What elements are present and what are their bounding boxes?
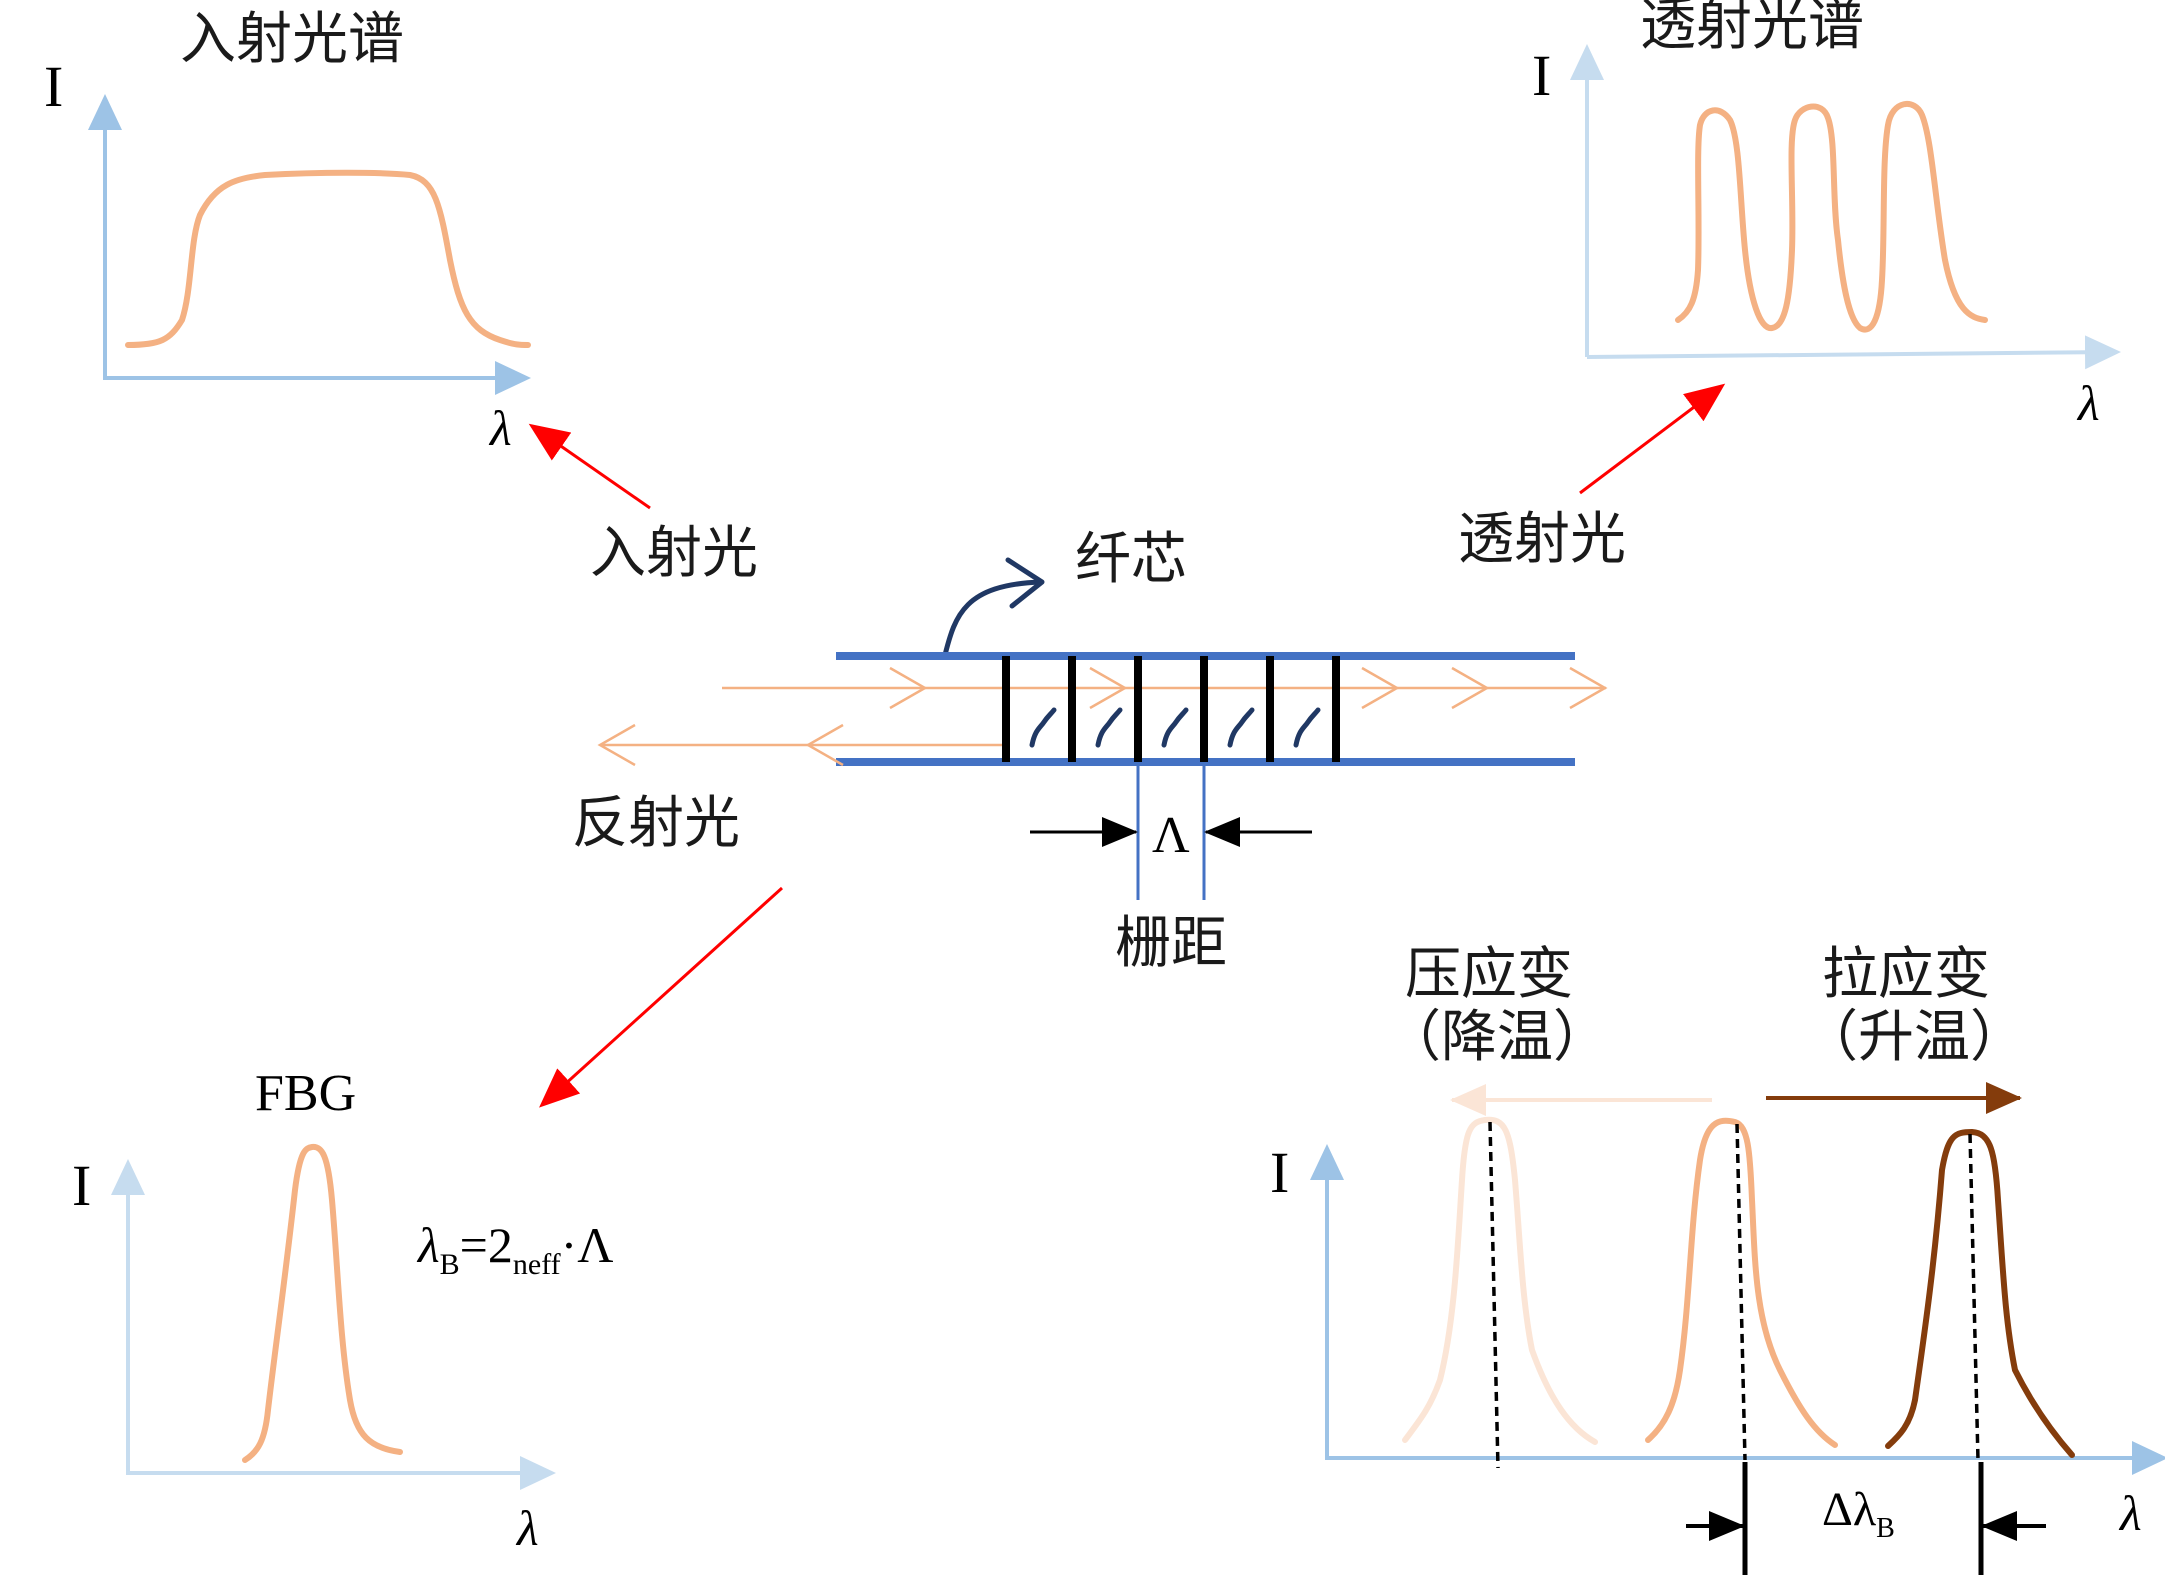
incident-light-label: 入射光 [590, 521, 758, 586]
forward-chevron [1361, 666, 1400, 710]
forward-chevron [889, 666, 928, 710]
reflection-squiggle [1227, 707, 1255, 748]
formula-lambda: λ [416, 1217, 440, 1273]
forward-chevron [1569, 666, 1608, 710]
fiber-core-pointer-head [1005, 557, 1045, 609]
transmitted-spectrum-panel: 透射光谱 I λ [1532, 0, 2121, 431]
transmitted-pointer-arrow [1579, 383, 1726, 495]
heating-label: （升温） [1802, 1005, 2026, 1070]
reflection-squiggle [1161, 707, 1189, 748]
transmitted-spectrum-curve [1675, 100, 1988, 333]
incident-spectrum-title: 入射光谱 [180, 7, 404, 72]
formula-sub-neff: neff [513, 1248, 561, 1281]
formula-rest: ·Λ [561, 1217, 614, 1273]
reflected-light-label: 反射光 [572, 791, 740, 856]
formula-sub-b: B [440, 1248, 460, 1281]
formula-eq: =2 [460, 1217, 513, 1273]
reflection-squiggle [1029, 707, 1057, 748]
grating-period-symbol: Λ [1152, 807, 1190, 864]
incident-y-label: I [44, 54, 63, 119]
transmitted-x-label: λ [2076, 375, 2100, 431]
strain-shift-panel: 压应变 （降温） 拉应变 （升温） I λ ΔλB [1270, 942, 2165, 1575]
bragg-shift-label: ΔλB [1822, 1483, 1895, 1544]
strain-x-label: λ [2118, 1485, 2142, 1541]
forward-chevron [1089, 666, 1128, 710]
shift-sub: B [1876, 1513, 1895, 1544]
fbg-reflection-peak [242, 1143, 403, 1463]
tensile-peak-curve [1885, 1128, 2075, 1458]
fbg-panel: FBG I λ λB=2neff·Λ [72, 1065, 614, 1556]
incident-x-label: λ [488, 400, 512, 456]
incident-spectrum-curve [125, 169, 531, 348]
fbg-x-label: λ [515, 1500, 539, 1556]
bragg-formula: λB=2neff·Λ [416, 1217, 614, 1281]
fbg-y-label: I [72, 1153, 91, 1218]
compressive-peak-curve [1402, 1116, 1598, 1445]
reflected-pointer-arrow [539, 886, 784, 1108]
incident-pointer-arrow [528, 423, 651, 510]
fiber-core-label: 纤芯 [1075, 527, 1187, 592]
tensile-strain-label: 拉应变 [1822, 942, 1990, 1007]
transmitted-y-label: I [1532, 43, 1551, 108]
transmitted-light-label: 透射光 [1458, 507, 1626, 572]
reflection-squiggle [1293, 707, 1321, 748]
cooling-label: （降温） [1385, 1005, 1609, 1070]
fbg-title: FBG [255, 1065, 356, 1122]
grating-period-label: 栅距 [1115, 911, 1227, 976]
reflected-chevron [805, 723, 844, 767]
transmitted-x-axis [1586, 335, 2121, 370]
fiber-grating: 纤芯 Λ 栅距 [597, 527, 1608, 976]
tensile-center-line [1968, 1133, 1980, 1461]
fiber-core-pointer-arrow [942, 579, 1041, 656]
strain-y-label: I [1270, 1140, 1289, 1205]
incident-spectrum-panel: 入射光谱 I λ [44, 7, 531, 456]
forward-chevron [1451, 666, 1490, 710]
original-center-line [1735, 1123, 1747, 1461]
transmitted-spectrum-title: 透射光谱 [1640, 0, 1864, 58]
reflection-squiggle [1095, 707, 1123, 748]
original-peak-curve [1645, 1117, 1838, 1448]
compressive-center-line [1488, 1121, 1500, 1469]
reflected-chevron [597, 723, 636, 767]
shift-delta: Δλ [1822, 1483, 1877, 1536]
compressive-strain-label: 压应变 [1405, 942, 1573, 1007]
